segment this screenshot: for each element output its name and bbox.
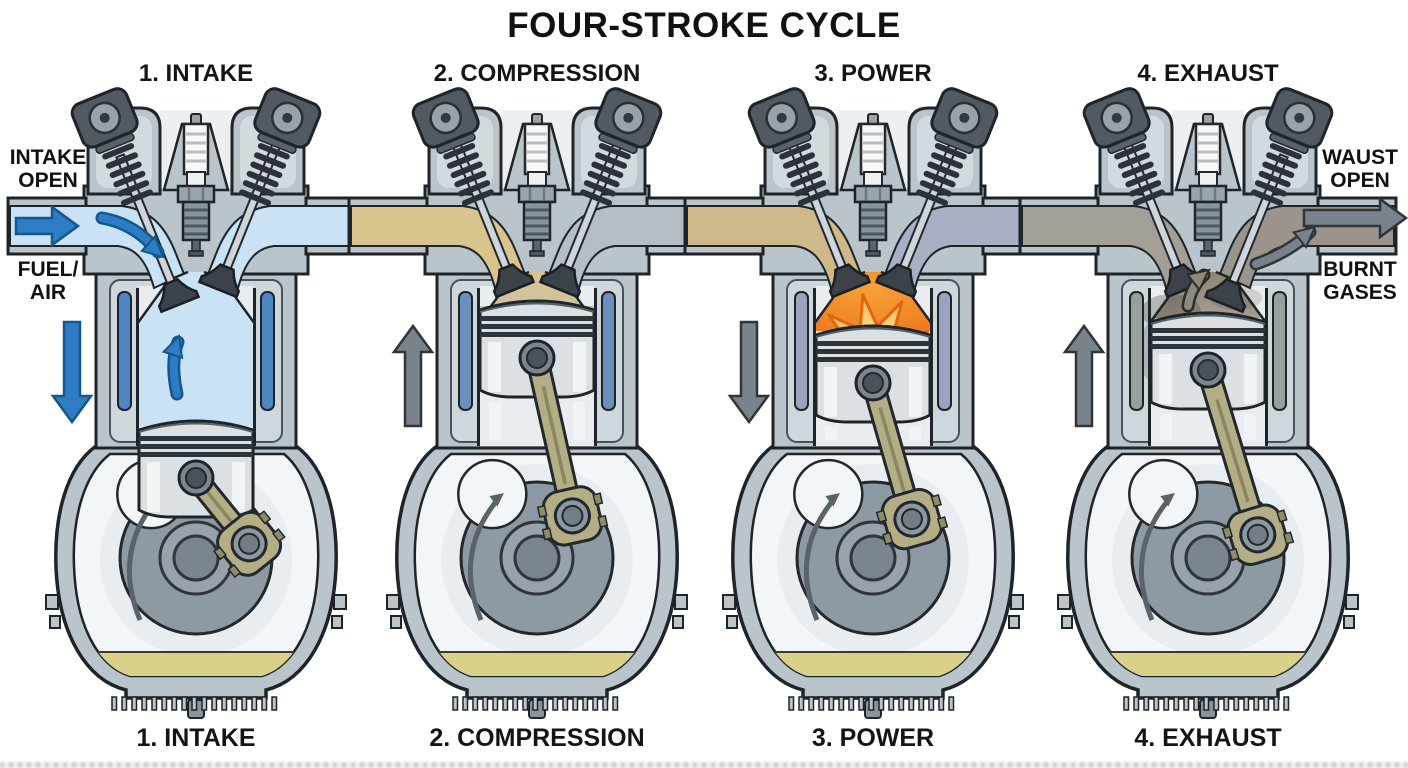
annotation-intake-open-line2: OPEN xyxy=(18,169,78,192)
annotation-fuel-air: FUEL/ AIR xyxy=(0,258,96,304)
annotation-exhaust-open: WAUST OPEN xyxy=(1312,146,1408,192)
coolant-slot-left xyxy=(458,291,473,411)
rod-big-end xyxy=(536,485,609,547)
annotation-fuel-air-line1: FUEL/ xyxy=(17,258,79,281)
annotation-exhaust-open-line2: OPEN xyxy=(1330,169,1390,192)
exhaust-port-arrow xyxy=(1249,225,1317,271)
label-bottom-exhaust: 4. EXHAUST xyxy=(1134,724,1282,752)
piston-motion-arrow xyxy=(1062,323,1106,428)
coolant-slot-right xyxy=(260,291,275,411)
connecting-rod xyxy=(1189,351,1295,567)
coolant-slot-left xyxy=(117,291,132,411)
connecting-rod xyxy=(177,459,286,579)
coolant-slot-left xyxy=(794,291,809,411)
exhaust-valve xyxy=(874,87,999,299)
spark-plug xyxy=(853,113,893,257)
engine-exhaust-stroke xyxy=(1018,87,1408,725)
annotation-exhaust-open-line1: WAUST xyxy=(1322,146,1398,169)
coolant-slot-left xyxy=(1129,291,1144,411)
intake-port-arrow xyxy=(95,211,165,259)
rod-big-end xyxy=(875,488,949,551)
annotation-burnt-gases-line2: GASES xyxy=(1323,281,1397,304)
intake-flow-arrow xyxy=(14,204,81,248)
exhaust-valve xyxy=(538,87,663,299)
label-bottom-compression: 2. COMPRESSION xyxy=(429,724,645,752)
crank-rotation-arrow xyxy=(804,496,837,621)
label-top-power: 3. POWER xyxy=(814,60,932,87)
label-bottom-power: 3. POWER xyxy=(811,724,935,752)
bottom-caption-blur xyxy=(0,762,1408,768)
engine-diagram-power xyxy=(683,87,1063,719)
engine-diagram-intake xyxy=(6,87,386,719)
rod-big-end xyxy=(1221,503,1295,567)
label-top-intake: 1. INTAKE xyxy=(138,60,254,87)
connecting-rod xyxy=(518,339,609,547)
engine-diagram-compression xyxy=(347,87,727,719)
piston-motion-arrow xyxy=(391,323,435,428)
annotation-burnt-gases-line1: BURNT xyxy=(1323,258,1397,281)
label-top-compression: 2. COMPRESSION xyxy=(433,60,641,87)
engine-compression-stroke xyxy=(347,87,727,725)
label-bottom-intake: 1. INTAKE xyxy=(136,724,256,752)
engine-diagram-exhaust xyxy=(1018,87,1408,719)
label-top-exhaust: 4. EXHAUST xyxy=(1137,60,1279,87)
spark-plug xyxy=(517,113,557,257)
coolant-slot-right xyxy=(937,291,952,411)
cylinder-fill-arrow xyxy=(161,333,185,401)
page-title: FOUR-STROKE CYCLE xyxy=(507,6,901,45)
spark-plug xyxy=(176,113,216,257)
piston-motion-arrow xyxy=(50,320,94,425)
crank-rotation-arrow xyxy=(1139,496,1172,621)
annotation-intake-open-line1: INTAKE xyxy=(9,146,87,169)
annotation-burnt-gases: BURNT GASES xyxy=(1312,258,1408,304)
connecting-rod xyxy=(854,364,949,551)
cylinder-purge-arrow xyxy=(1181,268,1211,313)
piston-motion-arrow xyxy=(727,320,771,425)
engine-power-stroke xyxy=(683,87,1063,725)
coolant-slot-right xyxy=(1272,291,1287,411)
engine-intake-stroke xyxy=(6,87,386,725)
intake-valve xyxy=(747,87,872,299)
annotation-fuel-air-line2: AIR xyxy=(29,281,67,304)
exhaust-valve xyxy=(1203,87,1334,314)
exhaust-valve xyxy=(197,87,322,299)
exhaust-flow-arrow xyxy=(1302,196,1408,240)
crank-rotation-arrow xyxy=(468,496,501,621)
spark-plug xyxy=(1188,113,1228,257)
rod-big-end xyxy=(213,510,286,579)
coolant-slot-right xyxy=(601,291,616,411)
intake-valve xyxy=(1082,87,1207,299)
intake-valve xyxy=(411,87,536,299)
annotation-intake-open: INTAKE OPEN xyxy=(0,146,96,192)
